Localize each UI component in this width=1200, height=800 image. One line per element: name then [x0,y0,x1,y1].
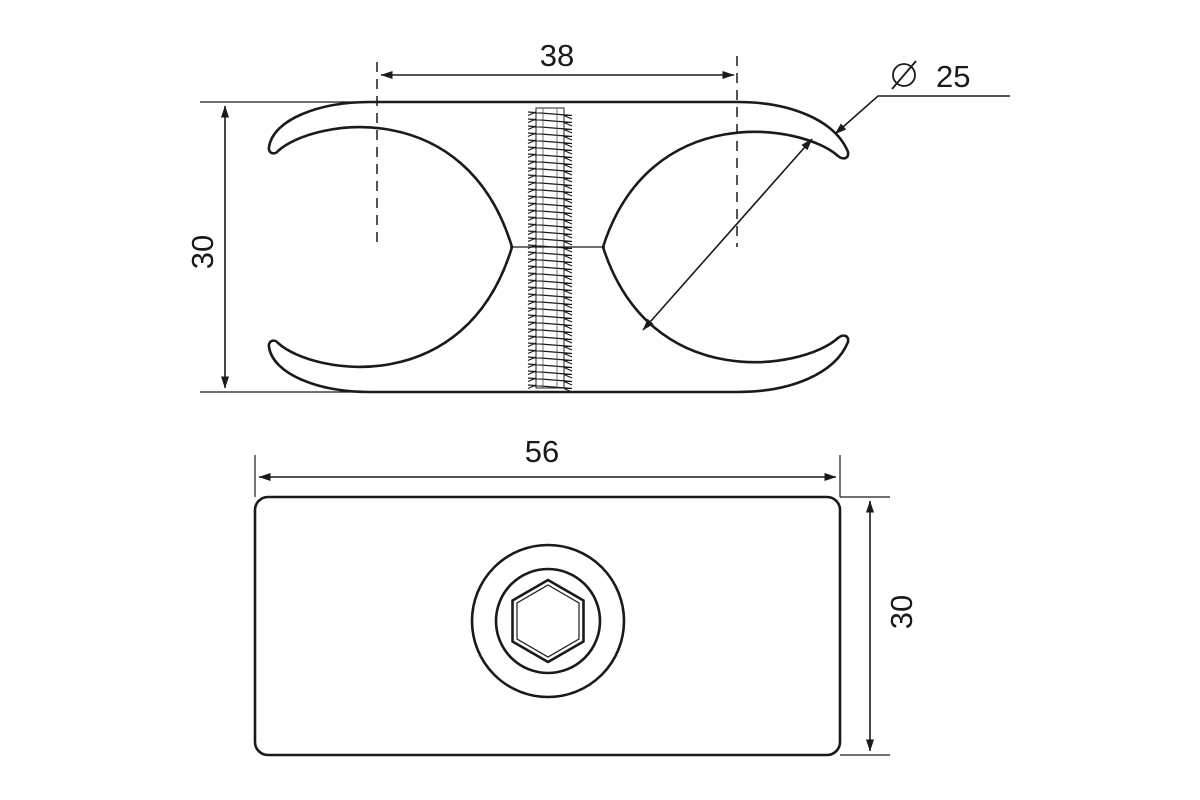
hex-socket-head [470,543,626,699]
diameter-leader [834,95,1010,135]
dimension-label-30-bottom: 30 [884,595,919,629]
hex-socket-icon [511,578,585,664]
clamp-front-view: 56 30 [253,434,919,757]
diameter-symbol [891,60,917,90]
diameter-dimension-line [642,138,813,331]
screw-head-inner [494,567,602,675]
diameter-label-25: 25 [936,59,970,94]
dimension-label-38: 38 [540,38,574,73]
hex-socket-inner [516,584,580,658]
dimension-label-56: 56 [525,434,559,469]
threaded-screw [527,107,573,393]
dimension-label-30-top: 30 [185,235,220,269]
screw-head-outer [470,543,626,699]
clamp-plate-outline [253,495,842,757]
clamp-top-view: 38 30 25 [185,38,1010,394]
